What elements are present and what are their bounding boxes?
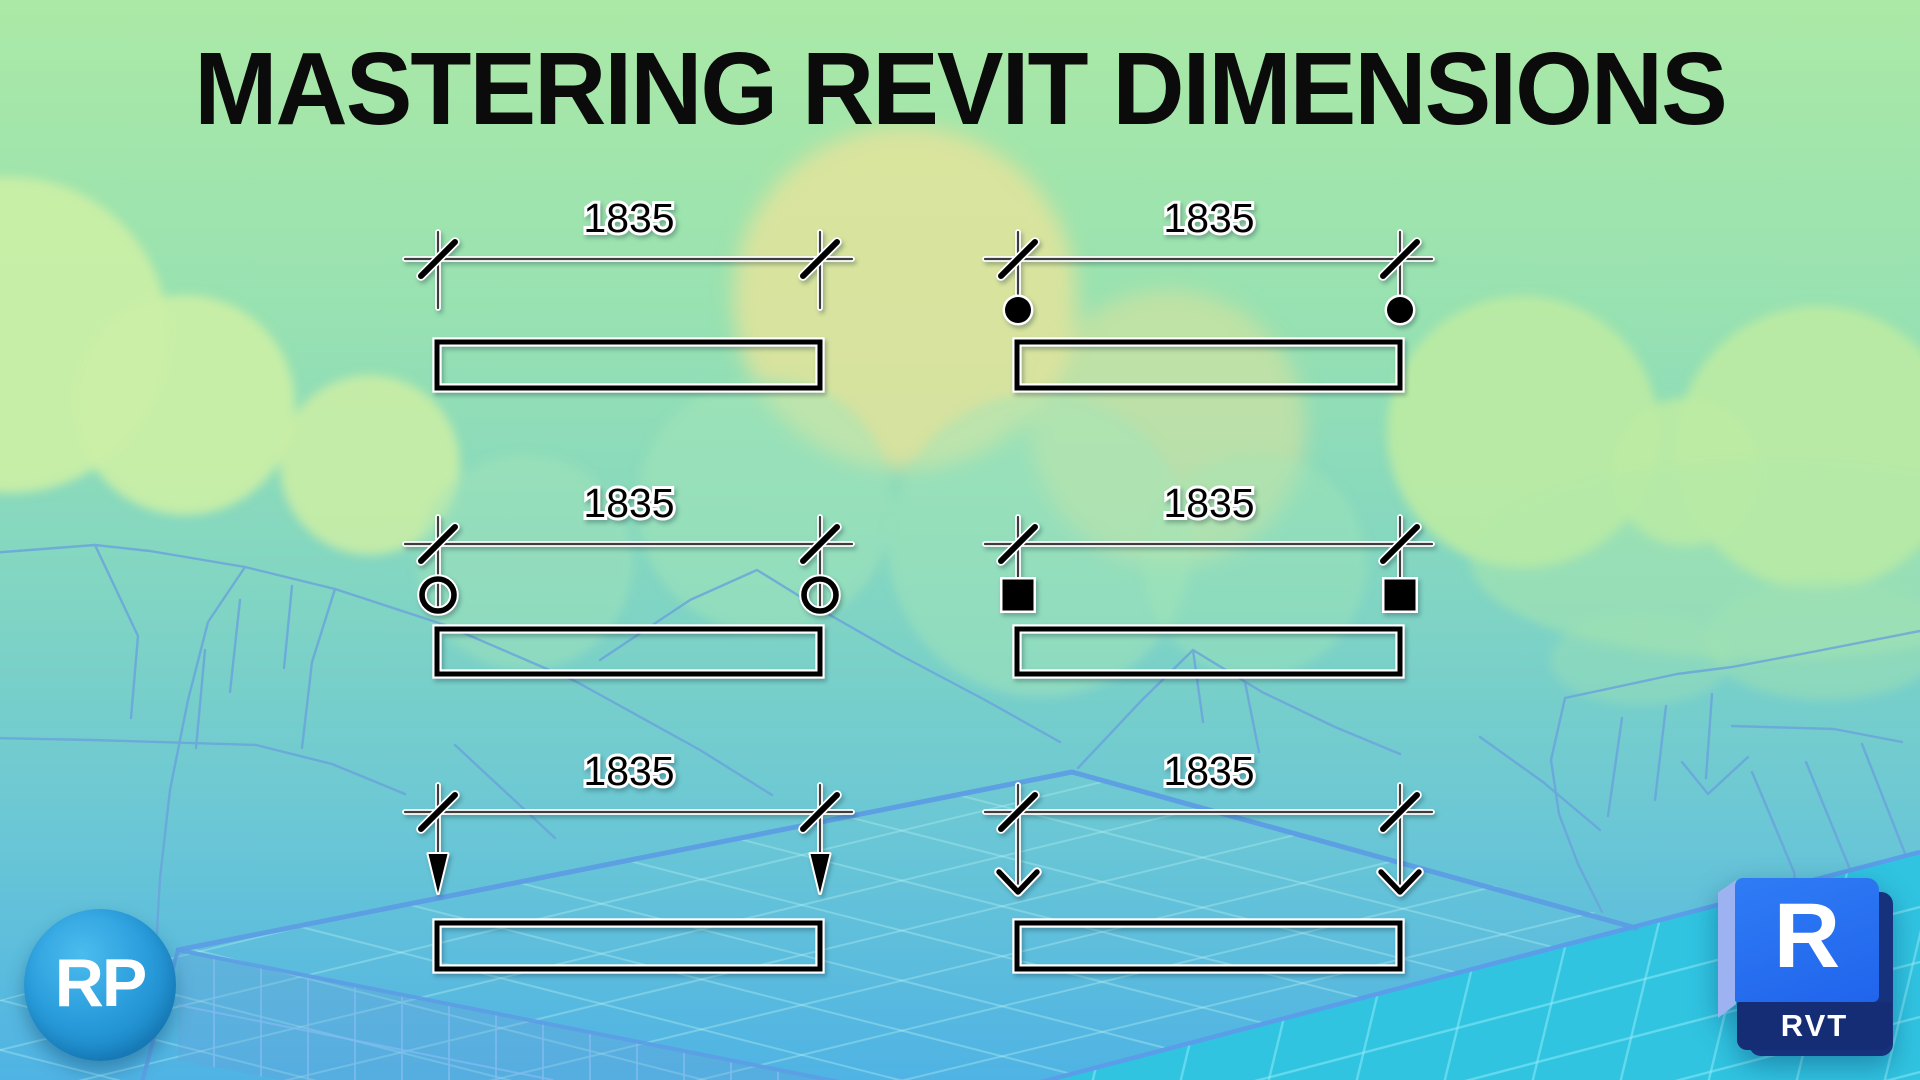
diagonal-tick-icon bbox=[800, 524, 840, 564]
revit-file-type-banner: RVT bbox=[1737, 1002, 1892, 1050]
revit-badge-flap bbox=[1718, 880, 1736, 1018]
roof-grid-line bbox=[0, 772, 1920, 1051]
dimension-example-filled-arrows: 1835 bbox=[402, 745, 855, 974]
diagonal-tick-icon bbox=[998, 524, 1038, 564]
dimension-example-open-circles: 1835 bbox=[402, 477, 855, 679]
element-rectangle-halo bbox=[1012, 624, 1405, 679]
revit-rvt-logo-badge: R RVT bbox=[1705, 862, 1905, 1062]
diagonal-tick-icon bbox=[998, 239, 1038, 279]
roof-grid-line bbox=[0, 772, 1920, 1080]
roof-grid-line bbox=[0, 849, 1920, 1080]
diagonal-tick-icon bbox=[800, 239, 840, 279]
dimension-example-tick-marks: 1835 bbox=[402, 192, 855, 393]
roof-grid-line bbox=[0, 949, 1920, 1080]
revit-file-type-text: RVT bbox=[1780, 1008, 1849, 1043]
dimension-example-filled-dots: 1835 bbox=[982, 192, 1435, 393]
diagonal-tick-icon bbox=[1380, 792, 1420, 832]
dimension-value-label: 1835 bbox=[1163, 195, 1254, 241]
element-rectangle-halo bbox=[1012, 918, 1405, 974]
page-title: MASTERING REVIT DIMENSIONS bbox=[194, 31, 1728, 146]
filled-square-icon bbox=[1384, 579, 1416, 611]
roof-grid-line bbox=[0, 899, 1920, 1080]
dimension-value-label: 1835 bbox=[1163, 480, 1254, 526]
diagonal-tick-icon bbox=[998, 792, 1038, 832]
element-rectangle-halo bbox=[432, 918, 825, 974]
element-rectangle bbox=[434, 626, 823, 677]
dimension-example-open-arrows: 1835 bbox=[982, 745, 1435, 974]
element-rectangle bbox=[1014, 920, 1403, 972]
dimension-value-label: 1835 bbox=[1163, 748, 1254, 794]
element-rectangle-halo bbox=[432, 337, 825, 393]
element-rectangle-halo bbox=[1012, 337, 1405, 393]
diagonal-tick-icon bbox=[800, 792, 840, 832]
dimension-value-label: 1835 bbox=[583, 748, 674, 794]
clouds bbox=[0, 177, 1920, 705]
element-rectangle bbox=[434, 339, 823, 391]
diagonal-tick-icon bbox=[1380, 239, 1420, 279]
diagonal-tick-icon bbox=[1380, 524, 1420, 564]
element-rectangle bbox=[434, 920, 823, 972]
cyan-grid-line bbox=[1878, 852, 1920, 1080]
diagonal-tick-icon bbox=[418, 792, 458, 832]
element-rectangle bbox=[1014, 626, 1403, 677]
dimension-value-label: 1835 bbox=[583, 195, 674, 241]
dimension-example-filled-squares: 1835 bbox=[982, 477, 1435, 679]
rp-logo-text: RP bbox=[54, 945, 147, 1021]
diagonal-tick-icon bbox=[418, 524, 458, 564]
filled-dot-icon bbox=[1387, 297, 1413, 323]
filled-square-icon bbox=[1002, 579, 1034, 611]
open-arrow-icon bbox=[996, 869, 1040, 895]
revit-letter: R bbox=[1773, 884, 1841, 987]
filled-arrow-icon bbox=[808, 852, 832, 895]
dimension-value-label: 1835 bbox=[583, 480, 674, 526]
open-circle-icon bbox=[801, 576, 839, 614]
roof-grid-line bbox=[0, 772, 1920, 1080]
open-circle-icon bbox=[419, 576, 457, 614]
rp-logo-badge: RP bbox=[24, 909, 176, 1061]
wall-divider-line bbox=[177, 1004, 554, 1080]
filled-dot-icon bbox=[1005, 297, 1031, 323]
mountain-outlines bbox=[0, 543, 1920, 950]
diagonal-tick-icon bbox=[418, 239, 458, 279]
element-rectangle-halo bbox=[432, 624, 825, 679]
open-arrow-icon bbox=[1378, 869, 1422, 895]
filled-arrow-icon bbox=[426, 852, 450, 895]
element-rectangle bbox=[1014, 339, 1403, 391]
revit-badge-front: R bbox=[1735, 878, 1879, 1002]
